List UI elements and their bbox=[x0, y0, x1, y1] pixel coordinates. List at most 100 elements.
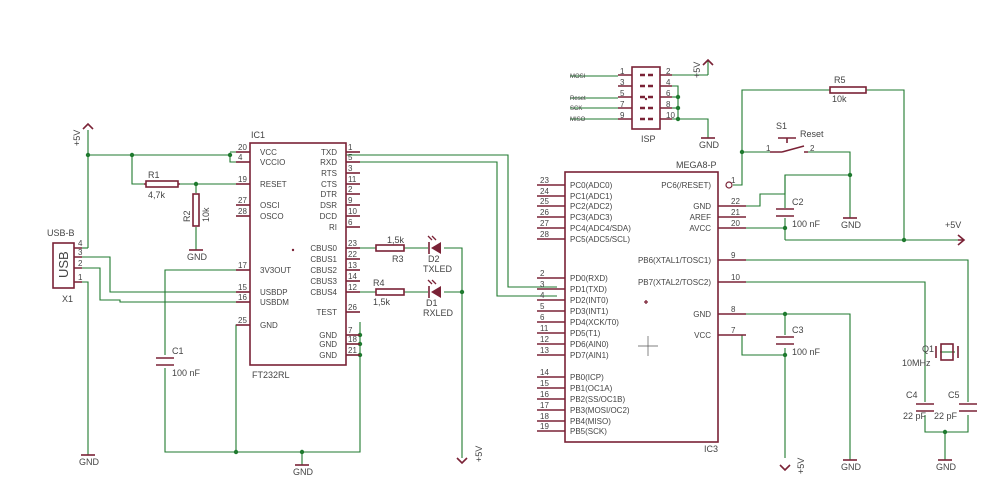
usb-ref: X1 bbox=[62, 294, 73, 304]
ic1-pin-number: 11 bbox=[348, 175, 357, 184]
r1-value: 4,7k bbox=[148, 190, 166, 200]
ic1-pin-number: 27 bbox=[238, 196, 247, 205]
ic1-pin-number: 25 bbox=[238, 316, 247, 325]
ic1-pin-label: GND bbox=[319, 331, 337, 340]
ic1-ft232rl: IC1 FT232RL VCC20VCCIO4RESET19OSCI27OSCO… bbox=[236, 130, 360, 380]
c3-value: 100 nF bbox=[792, 347, 821, 357]
ic3-pin-label: PD4(XCK/T0) bbox=[570, 318, 619, 327]
capacitor-c2: C2 100 nF bbox=[776, 197, 821, 229]
q1-value: 10MHz bbox=[902, 358, 931, 368]
r2-ref: R2 bbox=[182, 210, 192, 222]
ic3-pin-number: 13 bbox=[540, 346, 549, 355]
ic1-pin-label: DTR bbox=[321, 190, 338, 199]
ic3-pin-label: GND bbox=[693, 310, 711, 319]
ic3-pin-number: 15 bbox=[540, 379, 549, 388]
ic1-pin-number: 18 bbox=[348, 335, 357, 344]
ic3-pin-label: AVCC bbox=[689, 224, 711, 233]
ic3-pin-number: 12 bbox=[540, 335, 549, 344]
ic3-pin-number: 20 bbox=[731, 219, 740, 228]
isp-ref: ISP bbox=[641, 134, 656, 144]
ic1-pin-number: 6 bbox=[348, 218, 353, 227]
s1-pin1: 1 bbox=[766, 144, 771, 153]
ic1-pin-label: CTS bbox=[321, 180, 337, 189]
ic1-pin-number: 20 bbox=[238, 143, 247, 152]
ic3-pin-label: PB3(MOSI/OC2) bbox=[570, 406, 630, 415]
ic3-pin-label: PB6(XTAL1/TOSC1) bbox=[638, 256, 711, 265]
ic1-pin-label: RXD bbox=[320, 158, 337, 167]
ic1-pin-number: 21 bbox=[348, 346, 357, 355]
ic3-pin-label: PD2(INT0) bbox=[570, 296, 609, 305]
resistor-r1: R1 4,7k bbox=[144, 170, 180, 200]
ic1-pin-number: 15 bbox=[238, 283, 247, 292]
r4-ref: R4 bbox=[373, 278, 385, 288]
isp-signal-reset: Reset bbox=[570, 96, 586, 102]
isp-pin-number: 2 bbox=[666, 67, 671, 76]
ic3-pin-label: AREF bbox=[690, 213, 711, 222]
ic1-pin-label: CBUS0 bbox=[310, 244, 337, 253]
ic3-pin-label: PD0(RXD) bbox=[570, 274, 608, 283]
r3-value: 1,5k bbox=[387, 235, 405, 245]
ic3-pin-label: PB2(SS/OC1B) bbox=[570, 395, 625, 404]
ic1-pin-label: 3V3OUT bbox=[260, 266, 291, 275]
usb-name: USB-B bbox=[47, 228, 75, 238]
isp-pin-number: 5 bbox=[620, 89, 625, 98]
ic1-pin-number: 3 bbox=[348, 164, 353, 173]
ic3-pin-number: 24 bbox=[540, 187, 549, 196]
isp-signal-miso: MISO bbox=[570, 117, 586, 123]
resistor-r5: R5 10k bbox=[829, 75, 867, 104]
ic1-pin-number: 9 bbox=[348, 196, 353, 205]
ic3-pin-label: PC4(ADC4/SDA) bbox=[570, 224, 631, 233]
ic1-pin-label: CBUS3 bbox=[310, 277, 337, 286]
ic3-pin-number: 19 bbox=[540, 422, 549, 431]
ic3-pin-label: PB1(OC1A) bbox=[570, 384, 613, 393]
ic3-mega8: MEGA8-P IC3 PC0(ADC0)23PC1(ADC1)24PC2(AD… bbox=[537, 160, 746, 454]
ic3-pin-label: PC6(/RESET) bbox=[661, 181, 711, 190]
ic1-pin-label: VCC bbox=[260, 148, 277, 157]
ic1-pin-label: RESET bbox=[260, 180, 287, 189]
r2-value: 10k bbox=[201, 207, 211, 222]
vcc-label: +5V bbox=[692, 62, 702, 78]
d2-ref: D2 bbox=[428, 254, 440, 264]
ic1-pin-label: OSCO bbox=[260, 212, 284, 221]
ic1-pin-number: 19 bbox=[238, 175, 247, 184]
usb-pin: 3 bbox=[78, 248, 83, 257]
vcc-label: +5V bbox=[474, 446, 484, 462]
ic1-value: FT232RL bbox=[252, 370, 290, 380]
isp-pin-number: 7 bbox=[620, 100, 625, 109]
vcc-arrow-icon bbox=[702, 58, 714, 66]
vcc-arrow-icon bbox=[779, 464, 791, 472]
r4-value: 1,5k bbox=[373, 297, 391, 307]
ic3-pin-label: PB7(XTAL2/TOSC2) bbox=[638, 278, 711, 287]
switch-s1: S1 Reset 1 2 bbox=[766, 121, 824, 153]
ic1-pin-number: 17 bbox=[238, 261, 247, 270]
c1-ref: C1 bbox=[172, 346, 184, 356]
led-d1: D1 RXLED bbox=[423, 279, 454, 318]
ic1-pin-label: USBDP bbox=[260, 288, 288, 297]
isp-signal-sck: SCK bbox=[570, 106, 582, 112]
ic1-pin-number: 10 bbox=[348, 207, 357, 216]
vcc-arrow-icon bbox=[82, 122, 94, 130]
ic3-pin-number: 23 bbox=[540, 176, 549, 185]
ic1-pin-number: 14 bbox=[348, 272, 357, 281]
gnd-label: GND bbox=[79, 457, 100, 467]
r1-ref: R1 bbox=[148, 170, 160, 180]
ic3-pin-number: 7 bbox=[731, 326, 736, 335]
ic1-ref: IC1 bbox=[251, 130, 265, 140]
resistor-r4: R4 1,5k bbox=[373, 278, 405, 307]
ic1-pin-label: CBUS2 bbox=[310, 266, 337, 275]
resistor-r3: 1,5k R3 bbox=[375, 235, 405, 264]
isp-pin-number: 4 bbox=[666, 78, 671, 87]
ic1-pin-label: DSR bbox=[320, 201, 337, 210]
ic3-ref: IC3 bbox=[704, 444, 718, 454]
ic3-pin-number: 26 bbox=[540, 208, 549, 217]
ic3-pin-number: 22 bbox=[731, 197, 740, 206]
vcc-label: +5V bbox=[72, 130, 82, 146]
ic3-pin-number: 25 bbox=[540, 197, 549, 206]
gnd-label: GND bbox=[841, 220, 862, 230]
junctions bbox=[85, 94, 948, 455]
ic3-pin-label: PC5(ADC5/SCL) bbox=[570, 235, 630, 244]
c5-value: 22 pF bbox=[934, 411, 958, 421]
s1-pin2: 2 bbox=[810, 144, 815, 153]
ic3-pin-number: 14 bbox=[540, 368, 549, 377]
